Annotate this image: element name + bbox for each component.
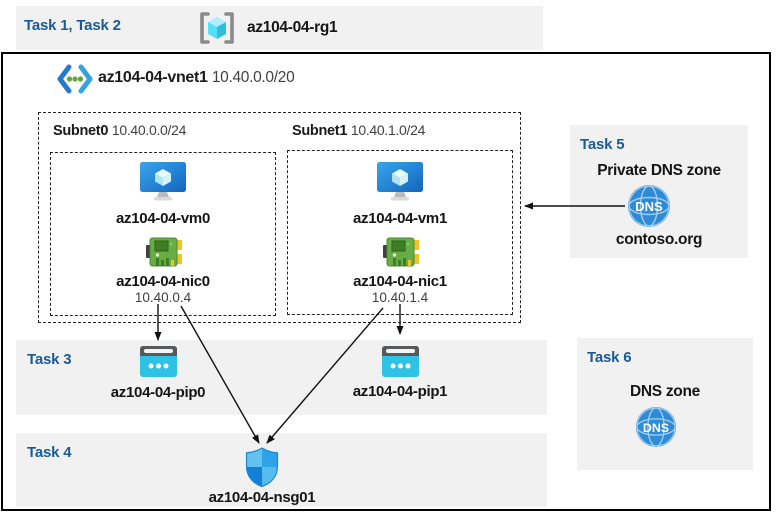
pip1-icon <box>382 346 419 377</box>
virtual-network-icon <box>56 64 94 94</box>
vnet-title: az104-04-vnet1 10.40.0.0/20 <box>98 69 295 87</box>
nsg-icon <box>244 447 280 488</box>
private-dns-zone-name: contoso.org <box>615 231 703 248</box>
subnet0-name: Subnet0 <box>53 123 109 139</box>
dns-zone-icon-text: DNS <box>643 421 669 435</box>
task5-title: Task 5 <box>580 136 625 153</box>
vnet-cidr: 10.40.0.0/20 <box>211 69 295 86</box>
nic0-icon <box>146 236 182 268</box>
subnet0-label: Subnet0 10.40.0.0/24 <box>53 122 186 139</box>
resource-group-icon <box>197 11 237 45</box>
private-dns-icon: DNS <box>627 184 671 228</box>
nic1-ip: 10.40.1.4 <box>371 290 429 305</box>
task6-title: Task 6 <box>587 349 632 366</box>
nic0-label: az104-04-nic0 <box>116 273 210 290</box>
task4-band <box>16 433 547 507</box>
vm1-label: az104-04-vm1 <box>353 210 447 227</box>
vnet-name: az104-04-vnet1 <box>98 69 208 86</box>
subnet0-box <box>50 152 276 316</box>
nic1-icon <box>383 236 419 268</box>
dns-zone-icon: DNS <box>635 406 677 448</box>
pip0-icon <box>140 346 177 377</box>
pip1-label: az104-04-pip1 <box>352 383 448 400</box>
private-dns-icon-text: DNS <box>635 199 663 214</box>
subnet1-label: Subnet1 10.40.1.0/24 <box>292 122 425 139</box>
nsg-label: az104-04-nsg01 <box>208 489 316 506</box>
task6-box <box>577 338 753 470</box>
nic1-label: az104-04-nic1 <box>353 273 447 290</box>
subnet1-cidr: 10.40.1.0/24 <box>350 122 426 138</box>
vm0-label: az104-04-vm0 <box>116 210 210 227</box>
subnet0-cidr: 10.40.0.0/24 <box>111 122 187 138</box>
task1-2-title: Task 1, Task 2 <box>24 17 121 34</box>
task3-band <box>16 340 547 415</box>
dns-zone-heading: DNS zone <box>630 383 700 400</box>
nic0-ip: 10.40.0.4 <box>134 290 192 305</box>
vm0-icon <box>140 162 186 202</box>
pip0-label: az104-04-pip0 <box>110 384 206 401</box>
vm1-icon <box>377 162 423 202</box>
task4-title: Task 4 <box>27 444 72 461</box>
private-dns-zone-heading: Private DNS zone <box>597 162 721 179</box>
task3-title: Task 3 <box>27 351 72 368</box>
resource-group-label: az104-04-rg1 <box>247 19 338 36</box>
task1-2-band <box>16 6 543 50</box>
subnet1-name: Subnet1 <box>292 123 348 139</box>
